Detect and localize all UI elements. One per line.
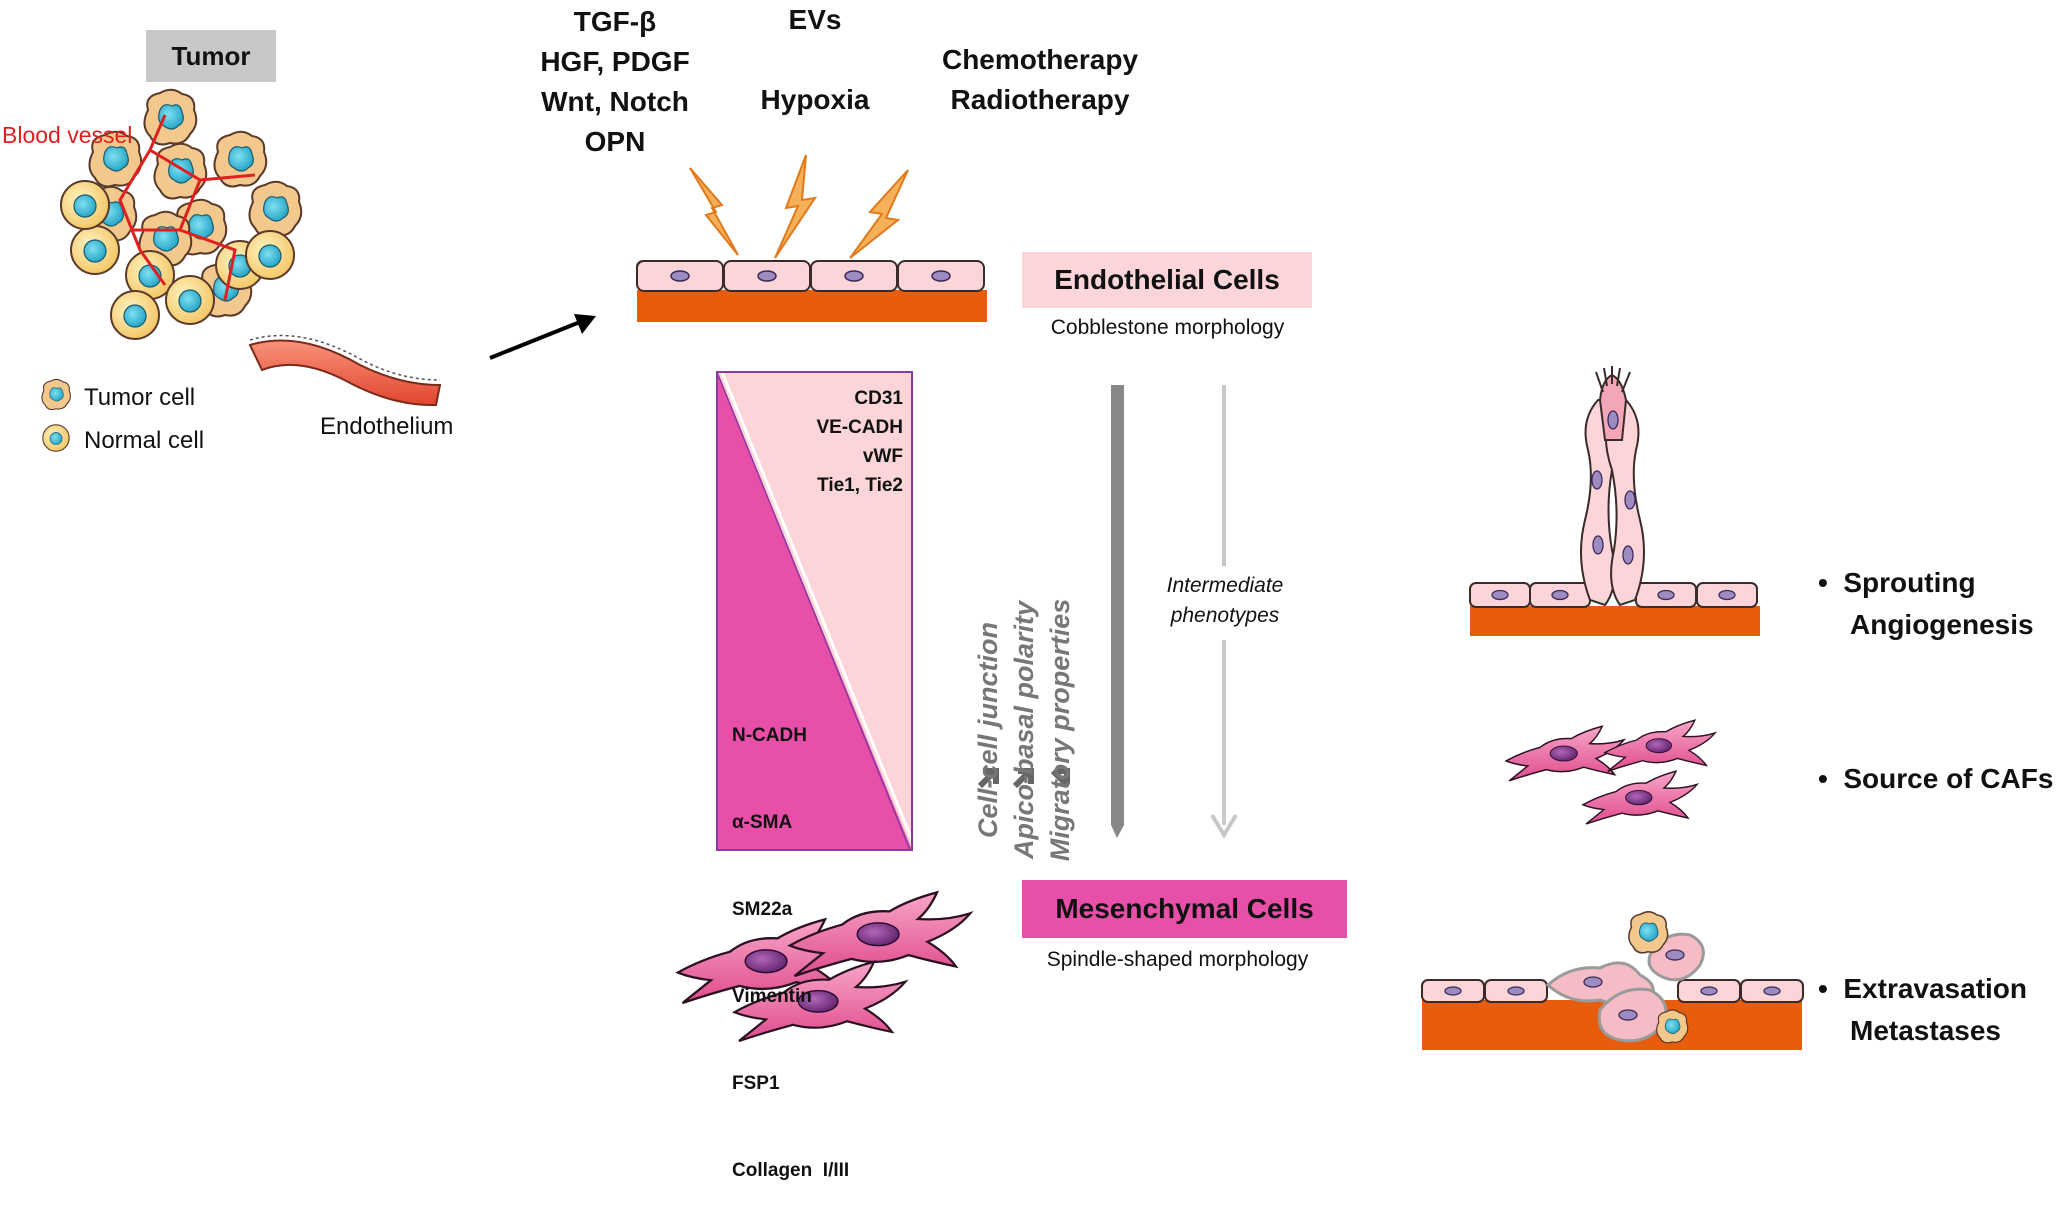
property-apico-basal-polarity: Apico-basal polarity <box>1009 600 1039 860</box>
arrow-to-endothelium <box>489 320 581 360</box>
tumor-title: Tumor <box>146 30 276 82</box>
mesenchymal-cells-subtitle: Spindle-shaped morphology <box>1046 948 1309 971</box>
outcome-sprouting-line-2: Angiogenesis <box>1850 609 2034 640</box>
stimulus-hypoxia: Hypoxia <box>760 84 870 115</box>
blood-vessel-label: Blood vessel <box>2 122 133 148</box>
stimulus-radiotherapy: Radiotherapy <box>950 84 1130 115</box>
endothelial-monolayer <box>636 260 987 322</box>
mesenchymal-cells-title: Mesenchymal Cells <box>1022 880 1347 938</box>
legend-normal-cell-label: Normal cell <box>84 427 205 454</box>
extravasation-illustration <box>1421 911 1804 1050</box>
outcome-cafs-label: Source of CAFs <box>1843 763 2054 794</box>
increase-arrows <box>977 768 1071 789</box>
endothelial-cells-subtitle: Cobblestone morphology <box>1050 316 1285 339</box>
stimulus-wnt-notch: Wnt, Notch <box>541 86 689 117</box>
marker-vwf: vWF <box>862 446 903 467</box>
normal-cell-legend-icon <box>42 424 70 452</box>
endothelial-cells-title: Endothelial Cells <box>1022 252 1312 308</box>
emt-diagram: Tumor Blood vessel Endothelium Tumor cel… <box>2 2 2053 1181</box>
outcome-sprouting-line-1: Sprouting <box>1843 567 1976 598</box>
marker-collagen: Collagen I/III <box>732 1160 850 1181</box>
stimulus-opn: OPN <box>584 126 646 157</box>
stimuli-therapy: Chemotherapy Radiotherapy <box>920 40 1160 120</box>
endothelial-marker-list: CD31 VE-CADH vWF Tie1, Tie2 <box>760 384 903 500</box>
marker-vimentin: Vimentin <box>732 986 812 1007</box>
tumor-cluster <box>60 88 303 340</box>
marker-sm22a: SM22a <box>732 899 793 920</box>
bullet: • <box>1818 567 1828 598</box>
arrow-head <box>574 314 596 334</box>
sprouting-illustration <box>1469 366 1760 636</box>
stimulus-tgf-beta: TGF-β <box>573 6 657 37</box>
marker-fsp1: FSP1 <box>732 1073 780 1094</box>
intermediate-phenotypes-label: Intermediate phenotypes <box>1150 571 1300 631</box>
mesenchymal-marker-list: N-CADH α-SMA SM22a Vimentin FSP1 Collage… <box>732 663 849 1214</box>
marker-gradient-box <box>716 371 916 851</box>
outcome-extravasation-line-2: Metastases <box>1850 1015 2001 1046</box>
caf-cells-illustration <box>1505 719 1716 825</box>
diagram-graphics <box>41 88 1804 1050</box>
outcome-sprouting: • Sprouting Angiogenesis <box>1818 562 2034 646</box>
intermediate-line-2: phenotypes <box>1170 604 1280 627</box>
marker-cd31: CD31 <box>854 388 903 409</box>
endothelium-vessel <box>248 334 442 407</box>
endothelium-label: Endothelium <box>320 413 454 440</box>
stimulus-evs: EVs <box>788 4 842 35</box>
stimulus-hgf-pdgf: HGF, PDGF <box>540 46 690 77</box>
intermediate-arrow <box>1210 385 1238 839</box>
tumor-cell-legend-icon <box>41 378 71 411</box>
marker-alpha-sma: α-SMA <box>732 812 793 833</box>
bullet: • <box>1818 763 1828 794</box>
legend-tumor-cell-label: Tumor cell <box>84 384 196 411</box>
transition-bar <box>1111 385 1124 838</box>
bullet: • <box>1818 973 1828 1004</box>
outcome-extravasation: • Extravasation Metastases <box>1818 968 2027 1052</box>
lightning-bolt-icons <box>689 154 909 259</box>
marker-ve-cadh: VE-CADH <box>816 417 903 438</box>
stimulus-chemotherapy: Chemotherapy <box>941 44 1139 75</box>
outcome-cafs: • Source of CAFs <box>1818 763 2053 795</box>
property-migratory-properties: Migratory properties <box>1045 598 1075 862</box>
marker-n-cadh: N-CADH <box>732 725 807 746</box>
stimuli-growth-factors: TGF-β HGF, PDGF Wnt, Notch OPN <box>505 2 725 162</box>
intermediate-line-1: Intermediate <box>1166 574 1284 597</box>
property-cell-cell-junction: Cell-cell junction <box>973 621 1003 839</box>
outcome-extravasation-line-1: Extravasation <box>1843 973 2028 1004</box>
marker-tie1-tie2: Tie1, Tie2 <box>817 475 903 496</box>
